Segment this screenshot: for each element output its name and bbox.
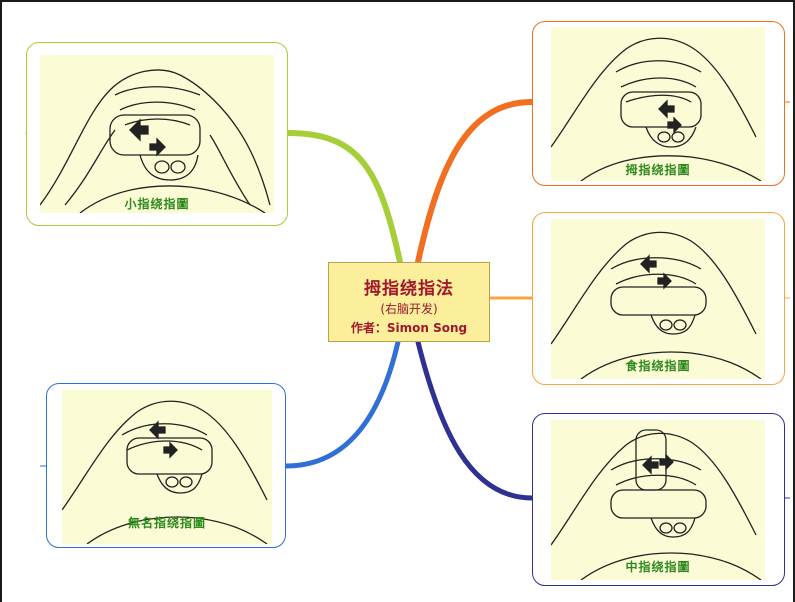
branch-to-thumb [415,99,535,265]
node-card-index-finger[interactable]: 食指绕指圖 [532,212,785,385]
node-card-middle-finger[interactable]: 中指绕指圖 [532,413,785,586]
branch-to-little-finger [285,130,403,265]
hand-illustration-middle-finger: 中指绕指圖 [551,420,765,580]
central-topic-title: 拇指绕指法 [364,279,454,299]
node-card-thumb[interactable]: 拇指绕指圖 [532,21,785,186]
node-card-ring-finger[interactable]: 無名指绕指圖 [46,383,286,548]
branch-to-middle-finger [415,339,535,501]
node-card-little-finger[interactable]: 小指绕指圖 [26,42,288,226]
branch-to-ring-finger [283,339,401,469]
central-topic-subtitle: (右脑开发) [380,302,438,316]
central-topic[interactable]: 拇指绕指法 (右脑开发) 作者：Simon Song [328,262,490,342]
hand-illustration-index-finger: 食指绕指圖 [551,219,765,379]
hand-illustration-thumb: 拇指绕指圖 [551,27,765,181]
node-caption: 小指绕指圖 [124,197,190,211]
hand-illustration-little-finger: 小指绕指圖 [40,55,274,213]
node-caption: 食指绕指圖 [625,359,691,373]
central-topic-author: 作者：Simon Song [350,321,468,335]
node-caption: 拇指绕指圖 [625,163,691,177]
node-caption: 無名指绕指圖 [127,516,206,530]
hand-illustration-ring-finger: 無名指绕指圖 [62,390,272,544]
node-caption: 中指绕指圖 [625,560,691,574]
